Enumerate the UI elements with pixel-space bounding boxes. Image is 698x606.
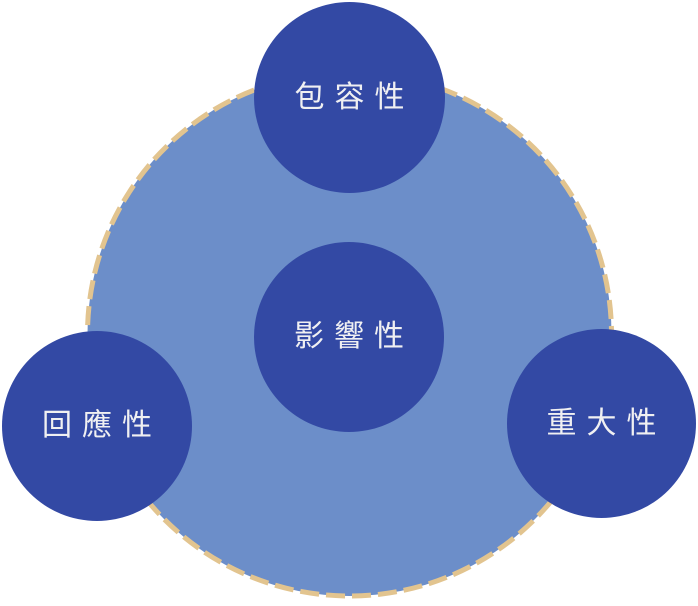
node-responsiveness: 回應性 <box>2 331 192 521</box>
node-responsiveness-label: 回應性 <box>42 408 162 443</box>
node-inclusiveness-label: 包容性 <box>294 79 415 115</box>
node-impact: 影響性 <box>254 242 444 432</box>
node-impact-label: 影響性 <box>294 319 414 354</box>
node-inclusiveness: 包容性 <box>254 2 445 193</box>
node-materiality-label: 重大性 <box>546 405 667 441</box>
node-materiality: 重大性 <box>507 329 696 518</box>
